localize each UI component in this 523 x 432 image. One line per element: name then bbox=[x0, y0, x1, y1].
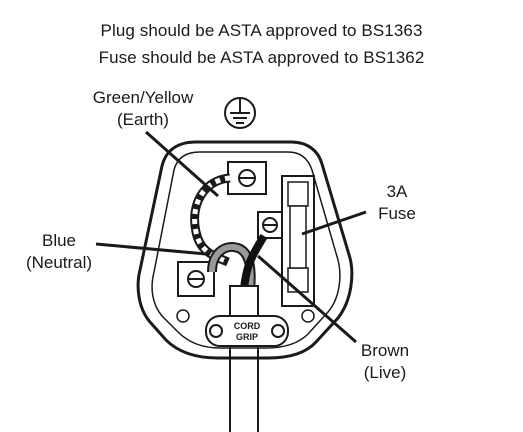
earth-leader-line bbox=[145, 130, 219, 198]
earth-ground-icon bbox=[224, 97, 256, 129]
live-label-name: Brown bbox=[360, 341, 410, 360]
fixing-hole-left bbox=[176, 309, 190, 323]
neutral-label-name: Blue bbox=[41, 231, 77, 250]
instruction-line-plug: Plug should be ASTA approved to BS1363 bbox=[100, 21, 423, 40]
live-leader-line bbox=[257, 254, 357, 344]
live-terminal bbox=[257, 211, 283, 239]
cable-exit bbox=[229, 346, 259, 432]
fixing-hole-right bbox=[301, 309, 315, 323]
live-label-term: (Live) bbox=[363, 363, 407, 382]
cord-grip bbox=[205, 315, 289, 347]
neutral-label: Blue (Neutral) bbox=[14, 230, 104, 274]
plug-body-inner bbox=[151, 151, 341, 349]
earth-label-term: (Earth) bbox=[117, 110, 169, 129]
cord-grip-label-bottom: GRIP bbox=[236, 332, 258, 342]
cord-grip-label-top: CORD bbox=[234, 321, 261, 331]
live-label: Brown (Live) bbox=[345, 340, 425, 384]
fuse-label-rating: 3A bbox=[386, 182, 408, 201]
earth-label: Green/Yellow (Earth) bbox=[68, 87, 218, 131]
live-wire bbox=[240, 234, 268, 291]
fuse-holder bbox=[281, 175, 315, 307]
fuse-label: 3A Fuse bbox=[362, 181, 432, 225]
fuse-leader-line bbox=[301, 210, 367, 236]
neutral-terminal bbox=[177, 261, 215, 297]
earth-terminal bbox=[227, 161, 267, 195]
earth-label-name: Green/Yellow bbox=[92, 88, 194, 107]
neutral-leader-line bbox=[95, 242, 207, 256]
instruction-line-fuse: Fuse should be ASTA approved to BS1362 bbox=[98, 48, 425, 67]
fuse-label-name: Fuse bbox=[378, 204, 416, 223]
neutral-label-term: (Neutral) bbox=[25, 253, 93, 272]
